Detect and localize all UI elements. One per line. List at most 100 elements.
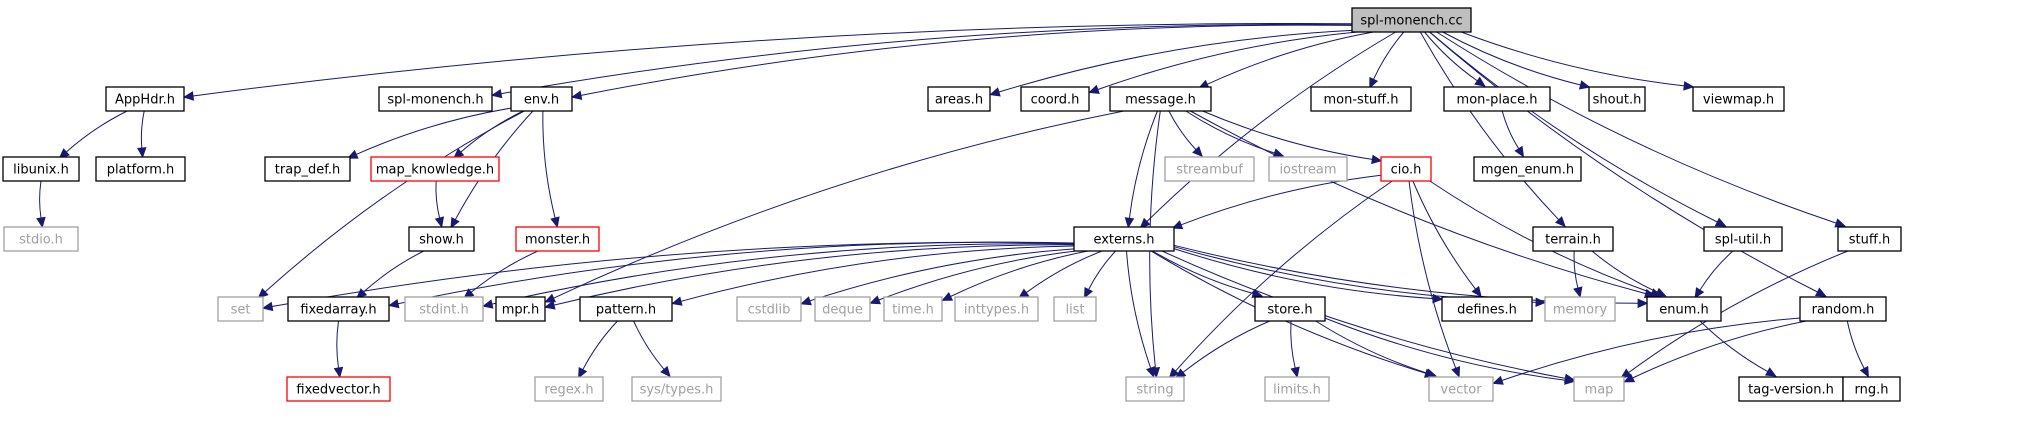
node-box: [2, 156, 80, 182]
node-enum-h[interactable]: enum.h: [1646, 296, 1722, 322]
node-libunix-h[interactable]: libunix.h: [2, 156, 80, 182]
node-label: sys/types.h: [640, 383, 714, 398]
node-mon-place-h[interactable]: mon-place.h: [1443, 86, 1551, 112]
edge-spl-monench-cc-to-areas-h: [989, 29, 1353, 97]
node-box: [1573, 376, 1625, 402]
edge-spl-util-h-to-enum-h: [1694, 250, 1734, 299]
node-label: iostream: [1279, 163, 1336, 178]
edge-pattern-h-to-sys-types-h: [633, 320, 671, 378]
node-box: [1692, 86, 1785, 112]
node-random-h[interactable]: random.h: [1799, 296, 1887, 322]
edge-store-h-to-map: [1324, 317, 1576, 385]
node-label: terrain.h: [1545, 233, 1601, 248]
node-memory: memory: [1544, 296, 1616, 322]
node-platform-h[interactable]: platform.h: [95, 156, 186, 182]
node-label: streambuf: [1176, 163, 1243, 178]
node-fixedvector-h[interactable]: fixedvector.h: [286, 376, 391, 402]
node-areas-h[interactable]: areas.h: [927, 86, 991, 112]
node-store-h[interactable]: store.h: [1254, 296, 1326, 322]
node-string: string: [1125, 376, 1185, 402]
edge-externs-h-to-pattern-h: [671, 245, 1075, 306]
node-stdio-h: stdio.h: [3, 226, 79, 252]
edge-message-h-to-streambuf: [1168, 110, 1203, 158]
edge-monster-h-to-stdint-h: [463, 250, 539, 299]
node-deque: deque: [814, 296, 871, 322]
node-box: [408, 226, 475, 252]
node-mpr-h[interactable]: mpr.h: [495, 296, 546, 322]
edge-map-knowledge-h-to-show-h: [434, 180, 445, 229]
node-label: externs.h: [1093, 233, 1154, 248]
node-stdint-h: stdint.h: [404, 296, 484, 322]
node-label: deque: [822, 303, 863, 318]
edge-spl-monench-cc-to-mon-stuff-h: [1369, 31, 1405, 89]
node-label: vector: [1440, 383, 1482, 398]
node-box: [1125, 376, 1185, 402]
node-box: [1254, 296, 1326, 322]
node-monster-h[interactable]: monster.h: [515, 226, 600, 252]
node-spl-monench-cc[interactable]: spl-monench.cc: [1351, 7, 1472, 33]
node-box: [954, 296, 1039, 322]
node-box: [1532, 226, 1614, 252]
node-rng-h[interactable]: rng.h: [1842, 376, 1901, 402]
node-mgen-enum-h[interactable]: mgen_enum.h: [1473, 156, 1582, 182]
node-spl-util-h[interactable]: spl-util.h: [1703, 226, 1783, 252]
node-externs-h[interactable]: externs.h: [1073, 226, 1175, 252]
node-box: [286, 376, 391, 402]
node-pattern-h[interactable]: pattern.h: [579, 296, 673, 322]
node-box: [3, 226, 79, 252]
node-label: spl-util.h: [1715, 233, 1771, 248]
node-label: fixedarray.h: [300, 303, 376, 318]
node-viewmap-h[interactable]: viewmap.h: [1692, 86, 1785, 112]
node-label: map_knowledge.h: [376, 163, 494, 178]
node-label: trap_def.h: [275, 163, 340, 178]
node-box: [1799, 296, 1887, 322]
edge-random-h-to-rng-h: [1846, 320, 1869, 378]
node-coord-h[interactable]: coord.h: [1020, 86, 1090, 112]
edge-env-h-to-set: [257, 110, 525, 299]
node-box: [1842, 376, 1901, 402]
edge-externs-h-to-deque: [869, 250, 1076, 305]
node-mon-stuff-h[interactable]: mon-stuff.h: [1310, 86, 1412, 112]
node-label: mgen_enum.h: [1481, 163, 1574, 178]
node-box: [927, 86, 991, 112]
edge-stuff-h-to-map: [1620, 250, 1849, 379]
edge-cio-h-to-string: [1168, 180, 1393, 379]
node-limits-h: limits.h: [1264, 376, 1330, 402]
edge-externs-h-to-fixedarray-h: [387, 241, 1075, 309]
node-trap-def-h[interactable]: trap_def.h: [264, 156, 351, 182]
node-map: map: [1573, 376, 1625, 402]
node-fixedarray-h[interactable]: fixedarray.h: [287, 296, 390, 322]
node-cio-h[interactable]: cio.h: [1380, 156, 1432, 182]
node-terrain-h[interactable]: terrain.h: [1532, 226, 1614, 252]
node-label: areas.h: [935, 93, 983, 108]
edge-externs-h-to-stdint-h: [481, 243, 1075, 309]
node-label: stdint.h: [419, 303, 468, 318]
edge-mon-place-h-to-mgen-enum-h: [1501, 110, 1525, 158]
node-streambuf: streambuf: [1164, 156, 1255, 182]
node-label: stdio.h: [19, 233, 63, 248]
node-box: [579, 296, 673, 322]
node-tag-version-h[interactable]: tag-version.h: [1738, 376, 1844, 402]
node-label: tag-version.h: [1748, 383, 1834, 398]
node-show-h[interactable]: show.h: [408, 226, 475, 252]
node-time-h: time.h: [883, 296, 943, 322]
node-sys-types-h: sys/types.h: [631, 376, 722, 402]
node-apphdr-h[interactable]: AppHdr.h: [105, 86, 185, 112]
node-box: [1443, 86, 1551, 112]
node-shout-h[interactable]: shout.h: [1588, 86, 1646, 112]
node-stuff-h[interactable]: stuff.h: [1837, 226, 1902, 252]
node-box: [217, 296, 264, 322]
node-defines-h[interactable]: defines.h: [1441, 296, 1533, 322]
node-vector: vector: [1428, 376, 1494, 402]
node-label: platform.h: [107, 163, 175, 178]
node-spl-monench-h[interactable]: spl-monench.h: [378, 86, 493, 112]
edge-layer: [36, 23, 1869, 385]
node-box: [404, 296, 484, 322]
node-map-knowledge-h[interactable]: map_knowledge.h: [370, 156, 500, 182]
node-box: [510, 86, 573, 112]
node-env-h[interactable]: env.h: [510, 86, 573, 112]
node-label: mpr.h: [502, 303, 539, 318]
edge-spl-monench-cc-to-message-h: [1197, 31, 1374, 89]
node-message-h[interactable]: message.h: [1109, 86, 1212, 112]
